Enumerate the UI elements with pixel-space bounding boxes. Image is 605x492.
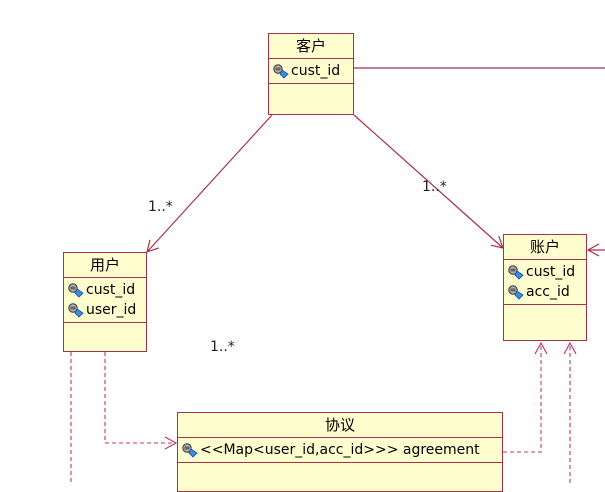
class-account[interactable]: 账户 cust_id acc_id [503, 234, 587, 341]
class-customer-title: 客户 [269, 34, 353, 59]
class-user[interactable]: 用户 cust_id user_id [63, 252, 147, 352]
key-attribute-icon [68, 303, 84, 318]
attribute-row: cust_id [507, 262, 586, 282]
class-customer-operations [269, 84, 353, 100]
association-customer-user [146, 114, 273, 253]
class-account-title: 账户 [504, 235, 586, 260]
class-agreement-title: 协议 [178, 413, 502, 438]
association-customer-account [353, 114, 504, 249]
class-agreement-attributes: <<Map<user_id,acc_id>>> agreement [178, 438, 502, 463]
attribute-name: acc_id [526, 284, 570, 300]
class-user-operations [64, 323, 146, 339]
class-user-title: 用户 [64, 253, 146, 278]
key-attribute-icon [508, 285, 524, 300]
attribute-name: cust_id [291, 63, 341, 79]
class-customer[interactable]: 客户 cust_id [268, 33, 354, 115]
attribute-name: <<Map<user_id,acc_id>>> agreement [200, 442, 480, 458]
attribute-row: cust_id [272, 61, 353, 81]
dependency-agreement-account [503, 341, 548, 453]
multiplicity-middle: 1..* [210, 339, 235, 355]
multiplicity-user: 1..* [148, 199, 173, 215]
dependency-user-agreement [104, 352, 178, 450]
class-account-attributes: cust_id acc_id [504, 260, 586, 305]
attribute-row: <<Map<user_id,acc_id>>> agreement [181, 440, 502, 460]
attribute-name: user_id [86, 302, 137, 318]
key-attribute-icon [508, 265, 524, 280]
key-attribute-icon [68, 283, 84, 298]
key-attribute-icon [182, 443, 198, 458]
attribute-name: cust_id [86, 282, 136, 298]
class-customer-attributes: cust_id [269, 59, 353, 84]
class-account-operations [504, 305, 586, 337]
multiplicity-account: 1..* [422, 179, 447, 195]
attribute-row: cust_id [67, 280, 146, 300]
class-agreement[interactable]: 协议 <<Map<user_id,acc_id>>> agreement [177, 412, 503, 492]
attribute-name: cust_id [526, 264, 576, 280]
attribute-row: user_id [67, 300, 146, 320]
class-user-attributes: cust_id user_id [64, 278, 146, 323]
attribute-row: acc_id [507, 282, 586, 302]
class-agreement-operations [178, 463, 502, 479]
key-attribute-icon [273, 64, 289, 79]
